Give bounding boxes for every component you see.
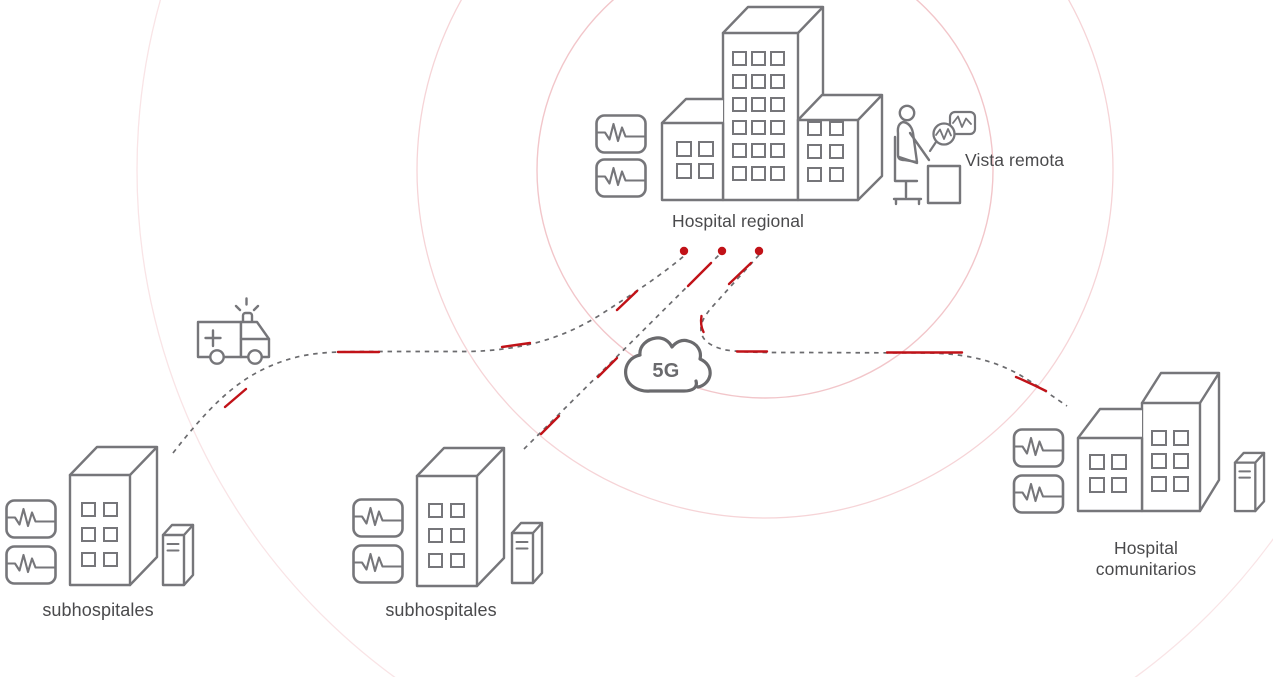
red-endpoint-dot xyxy=(754,246,764,256)
red-traffic-segments xyxy=(223,261,1048,436)
ecg-monitor-icon xyxy=(1012,428,1065,468)
windows xyxy=(1089,454,1127,493)
red-endpoint-dot xyxy=(717,246,727,256)
regional-hospital-label: Hospital regional xyxy=(671,211,805,231)
regional-hospital-building-icon xyxy=(660,5,884,202)
ecg-monitor-icon xyxy=(352,544,404,584)
coverage-circles xyxy=(136,0,1273,677)
windows xyxy=(676,141,714,179)
server-icon xyxy=(510,521,544,585)
ecg-monitor-icon xyxy=(595,114,647,154)
remote-operator-icon xyxy=(892,104,977,206)
connection-community-hospital xyxy=(700,254,1068,407)
ambulance-icon xyxy=(196,297,271,365)
subhospital-left-label: subhospitales xyxy=(42,600,154,620)
ecg-monitor-icon xyxy=(1012,474,1065,514)
subhospital-middle-building-icon xyxy=(415,446,506,588)
community-hospital-label: Hospital comunitarios xyxy=(1066,538,1226,580)
connection-lines xyxy=(172,246,1068,454)
remote-view-label: Vista remota xyxy=(965,150,1065,170)
ecg-monitor-icon xyxy=(595,158,647,198)
subhospital-left-building-icon xyxy=(68,445,159,587)
coverage-circle-outer xyxy=(136,0,1273,677)
5g-label: 5G xyxy=(652,360,680,382)
windows xyxy=(428,503,465,568)
coverage-circle-inner xyxy=(536,0,994,399)
community-hospital-label-line1: Hospital xyxy=(1113,538,1179,558)
5g-cloud-icon xyxy=(624,336,712,393)
community-hospital-label-line2: comunitarios xyxy=(1095,559,1197,579)
subhospital-middle-label: subhospitales xyxy=(385,600,497,620)
windows xyxy=(807,121,844,182)
coverage-circle-middle xyxy=(416,0,1114,519)
red-endpoint-dots xyxy=(679,246,764,256)
ecg-monitor-icon xyxy=(5,545,57,585)
windows xyxy=(81,502,118,567)
ecg-monitor-icon xyxy=(5,499,57,539)
windows xyxy=(732,51,785,181)
magnifier-ecg-icon xyxy=(928,110,977,153)
windows xyxy=(1151,430,1189,492)
server-icon xyxy=(1233,451,1266,513)
community-hospital-building-icon xyxy=(1076,371,1221,513)
red-endpoint-dot xyxy=(679,246,689,256)
ecg-monitor-icon xyxy=(352,498,404,538)
server-icon xyxy=(161,523,195,587)
